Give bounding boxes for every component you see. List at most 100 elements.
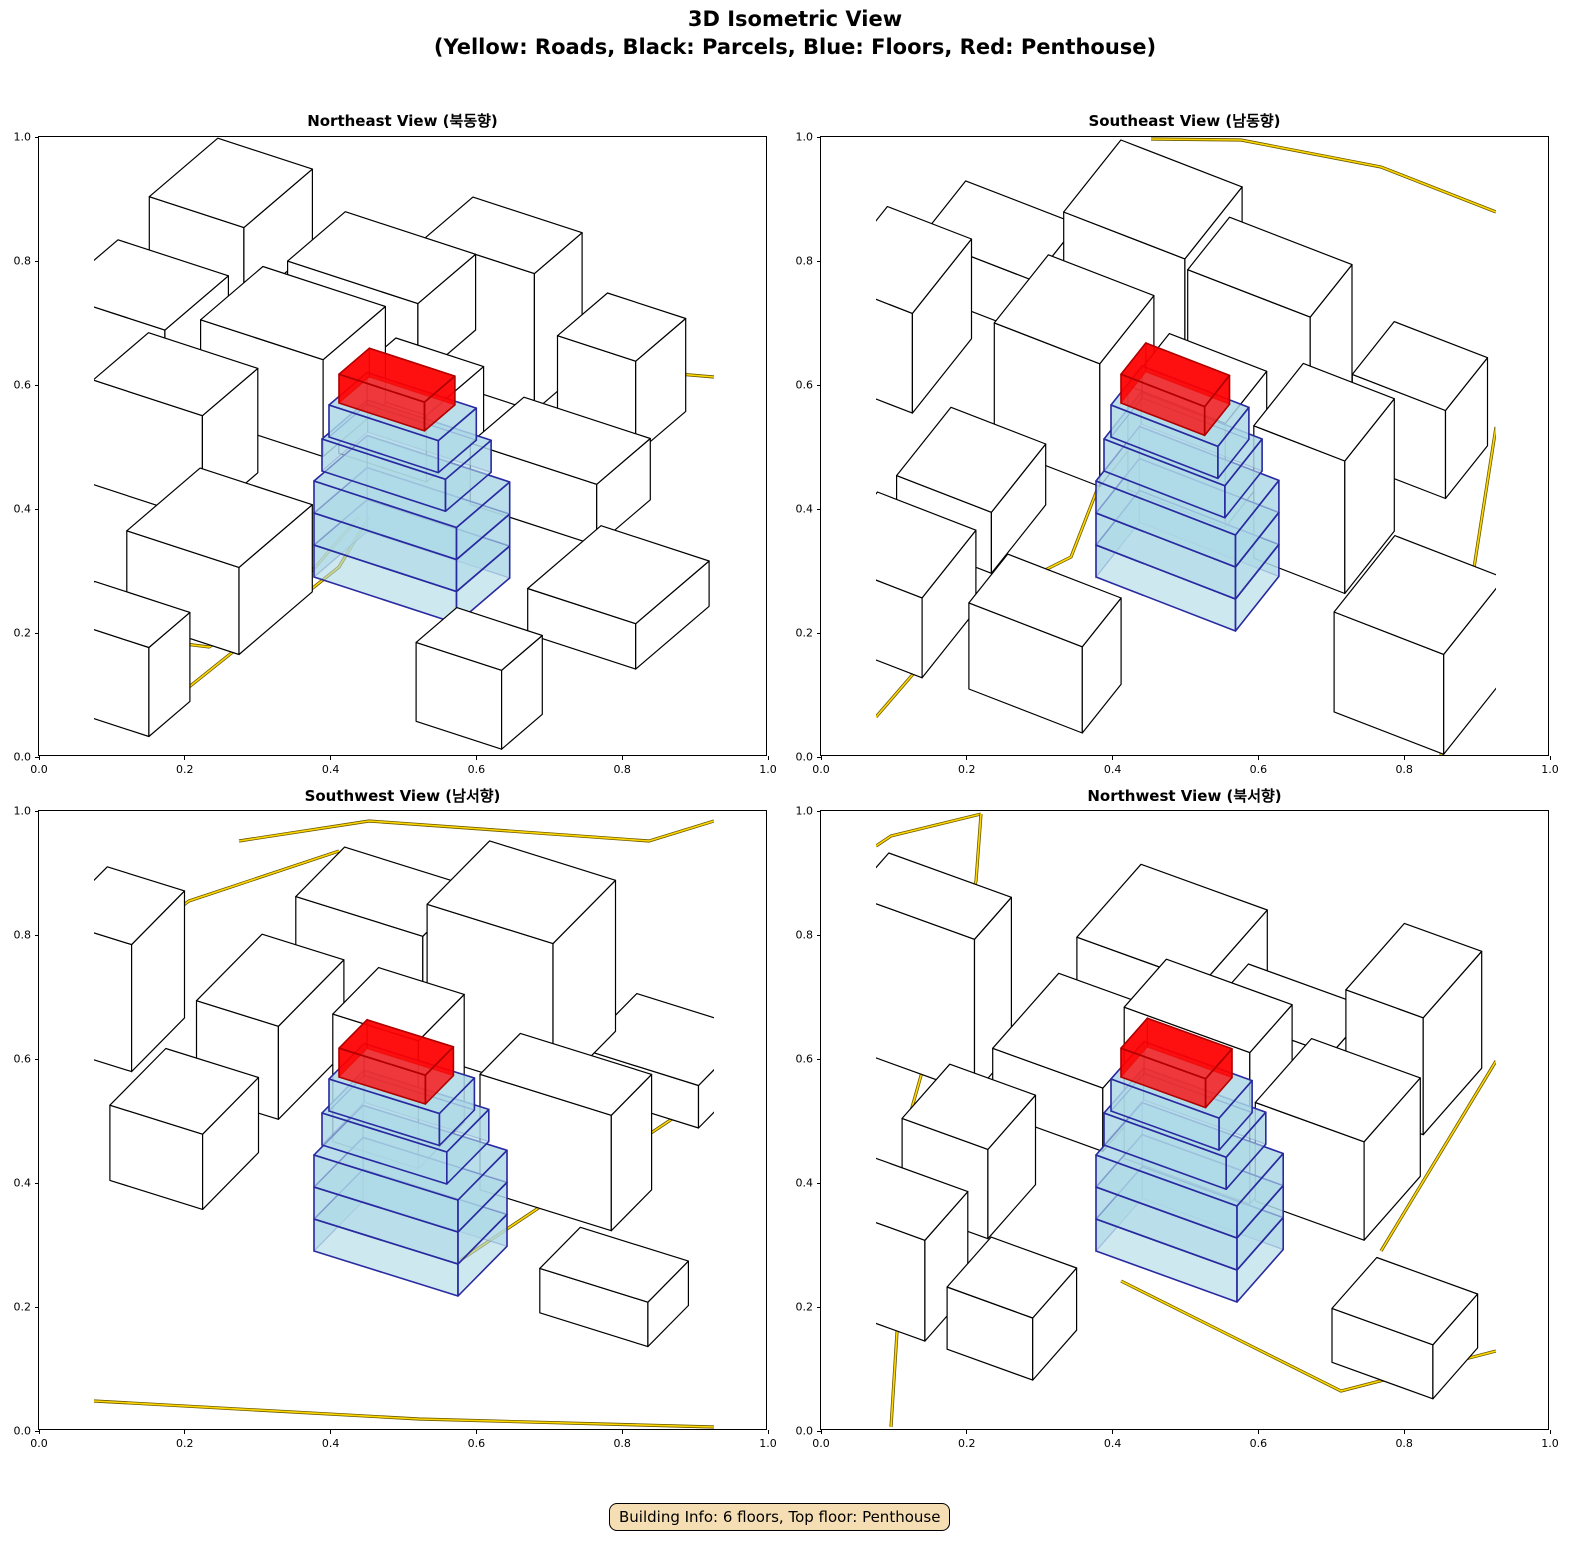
parcel-building — [109, 1047, 260, 1210]
face — [1345, 922, 1483, 1019]
penthouse — [338, 346, 456, 432]
face — [876, 1157, 969, 1241]
x-tick-label: 0.0 — [30, 763, 48, 776]
road — [238, 820, 714, 842]
face — [287, 211, 477, 305]
y-tick-label: 0.6 — [795, 378, 814, 392]
parcel-building — [1333, 535, 1496, 755]
scene-content — [94, 819, 714, 1429]
parcel-building — [876, 1157, 969, 1342]
y-tick-mark — [35, 1306, 39, 1308]
x-tick-label: 0.4 — [1103, 763, 1122, 776]
y-tick-mark — [35, 1182, 39, 1184]
x-tick-mark — [330, 1430, 332, 1434]
face — [946, 1236, 1078, 1319]
x-tick-mark — [1112, 756, 1114, 760]
x-tick-label: 1.0 — [1541, 1437, 1559, 1450]
face — [1120, 342, 1231, 408]
y-tick-label: 0.6 — [13, 1052, 32, 1066]
x-tick-label: 0.4 — [321, 763, 340, 776]
face — [1123, 958, 1293, 1054]
panel-title-southwest: Southwest View (남서향) — [304, 787, 501, 805]
y-tick-label: 0.2 — [795, 626, 814, 640]
road — [94, 1400, 714, 1428]
y-tick-mark — [817, 1182, 821, 1184]
x-tick-mark — [767, 756, 769, 760]
face — [148, 137, 313, 229]
face — [469, 396, 651, 485]
parcel-building — [539, 1226, 690, 1348]
parcel-building — [426, 840, 617, 1096]
parcel-building — [94, 580, 191, 738]
x-tick-mark — [767, 1430, 769, 1434]
x-tick-mark — [475, 1430, 477, 1434]
face — [94, 932, 133, 1073]
parcel-building — [968, 553, 1122, 734]
face — [94, 332, 259, 417]
y-tick-label: 0.8 — [13, 928, 32, 942]
parcel-building — [527, 525, 710, 670]
parcel-building — [126, 467, 313, 656]
scene — [876, 137, 1496, 756]
x-tick-mark — [1403, 756, 1405, 760]
y-tick-label: 0.8 — [795, 254, 814, 268]
face — [876, 491, 977, 599]
x-tick-label: 0.6 — [467, 763, 486, 776]
y-tick-mark — [817, 1058, 821, 1060]
y-tick-mark — [35, 136, 39, 138]
x-tick-label: 0.4 — [1103, 1437, 1122, 1450]
x-tick-label: 1.0 — [1541, 763, 1559, 776]
y-tick-label: 0.0 — [13, 1424, 32, 1438]
face — [126, 467, 313, 568]
x-tick-label: 0.8 — [613, 1437, 631, 1450]
x-tick-mark — [621, 1430, 623, 1434]
scene-content — [94, 137, 714, 750]
road — [876, 813, 982, 847]
y-tick-mark — [817, 810, 821, 812]
parcel-building — [195, 933, 345, 1120]
x-tick-label: 0.8 — [613, 763, 631, 776]
y-tick-label: 0.2 — [13, 626, 32, 640]
face — [415, 607, 543, 671]
face — [556, 292, 687, 362]
x-tick-mark — [38, 756, 40, 760]
face — [200, 265, 386, 361]
x-tick-mark — [184, 756, 186, 760]
face — [539, 1226, 690, 1303]
x-tick-mark — [1112, 1430, 1114, 1434]
x-tick-mark — [184, 1430, 186, 1434]
x-tick-mark — [1549, 756, 1551, 760]
penthouse — [1120, 341, 1231, 437]
x-tick-label: 0.8 — [1395, 1437, 1413, 1450]
y-tick-label: 1.0 — [13, 130, 32, 144]
face — [876, 852, 1012, 940]
y-tick-label: 0.2 — [795, 1300, 814, 1314]
x-tick-mark — [38, 1430, 40, 1434]
y-tick-label: 0.4 — [795, 502, 814, 516]
parcel-building — [946, 1236, 1078, 1381]
y-tick-label: 0.0 — [795, 1424, 814, 1438]
x-tick-label: 0.6 — [467, 1437, 486, 1450]
x-tick-label: 1.0 — [759, 763, 777, 776]
scene-content — [876, 812, 1496, 1428]
face — [479, 1032, 653, 1116]
y-tick-label: 0.4 — [13, 1176, 32, 1190]
y-tick-mark — [817, 260, 821, 262]
y-tick-mark — [817, 1306, 821, 1308]
y-tick-label: 0.8 — [13, 254, 32, 268]
figure-subtitle: (Yellow: Roads, Black: Parcels, Blue: Fl… — [433, 35, 1157, 59]
scene — [94, 137, 714, 750]
x-tick-label: 0.0 — [30, 1437, 48, 1450]
y-tick-mark — [35, 508, 39, 510]
parcel-building — [415, 607, 543, 750]
y-tick-mark — [817, 136, 821, 138]
face — [1253, 362, 1395, 462]
face — [697, 1068, 714, 1129]
y-tick-label: 1.0 — [13, 804, 32, 818]
y-tick-mark — [817, 632, 821, 634]
x-tick-label: 0.4 — [321, 1437, 340, 1450]
face — [338, 1019, 455, 1077]
